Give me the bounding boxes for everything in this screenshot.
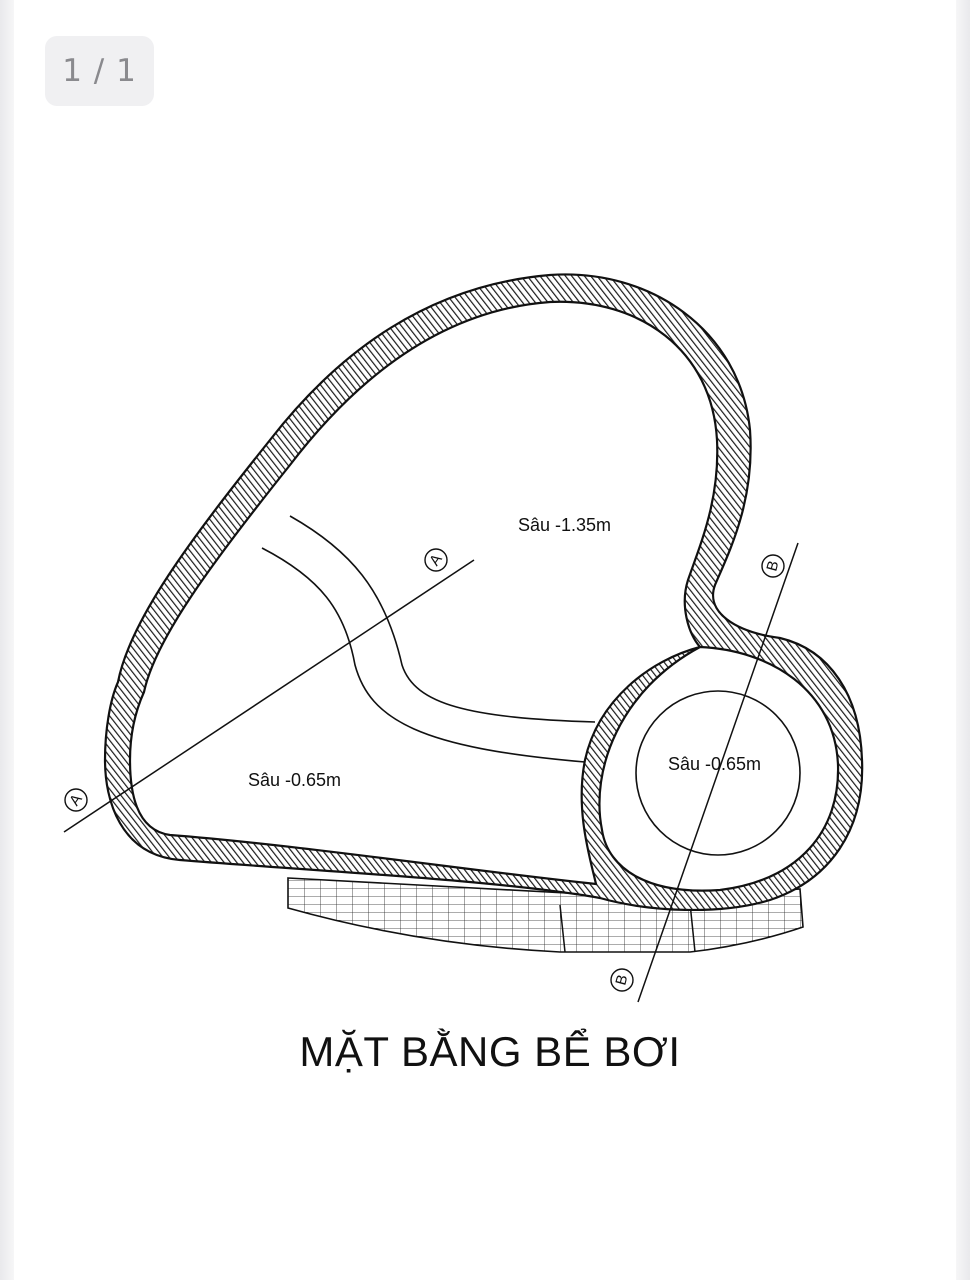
depth-step-line [289,515,596,723]
section-marker-b-bottom [610,968,634,992]
deck-joint [689,902,696,953]
pool-wall-hatched [103,273,864,912]
section-marker-b-bottom-label: B [612,973,631,987]
depth-step-line [261,547,586,763]
page-counter[interactable]: 1 / 1 [45,36,154,106]
depth-label-deep-zone: Sâu -1.35m [518,515,611,535]
page-edge-left [0,0,14,1280]
page-edge-right [956,0,970,1280]
depth-label-round-pool: Sâu -0.65m [668,754,761,774]
section-line-b [637,542,799,1003]
section-marker-b-top [761,554,785,578]
plan-title: MẶT BẰNG BỂ BƠI [299,1028,681,1075]
deck-joint [559,904,566,953]
section-marker-b-top-label: B [763,559,782,573]
section-marker-a-bottom [64,788,88,812]
depth-label-shallow-zone: Sâu -0.65m [248,770,341,790]
section-line-a [63,559,475,833]
section-marker-a-top [424,548,448,572]
